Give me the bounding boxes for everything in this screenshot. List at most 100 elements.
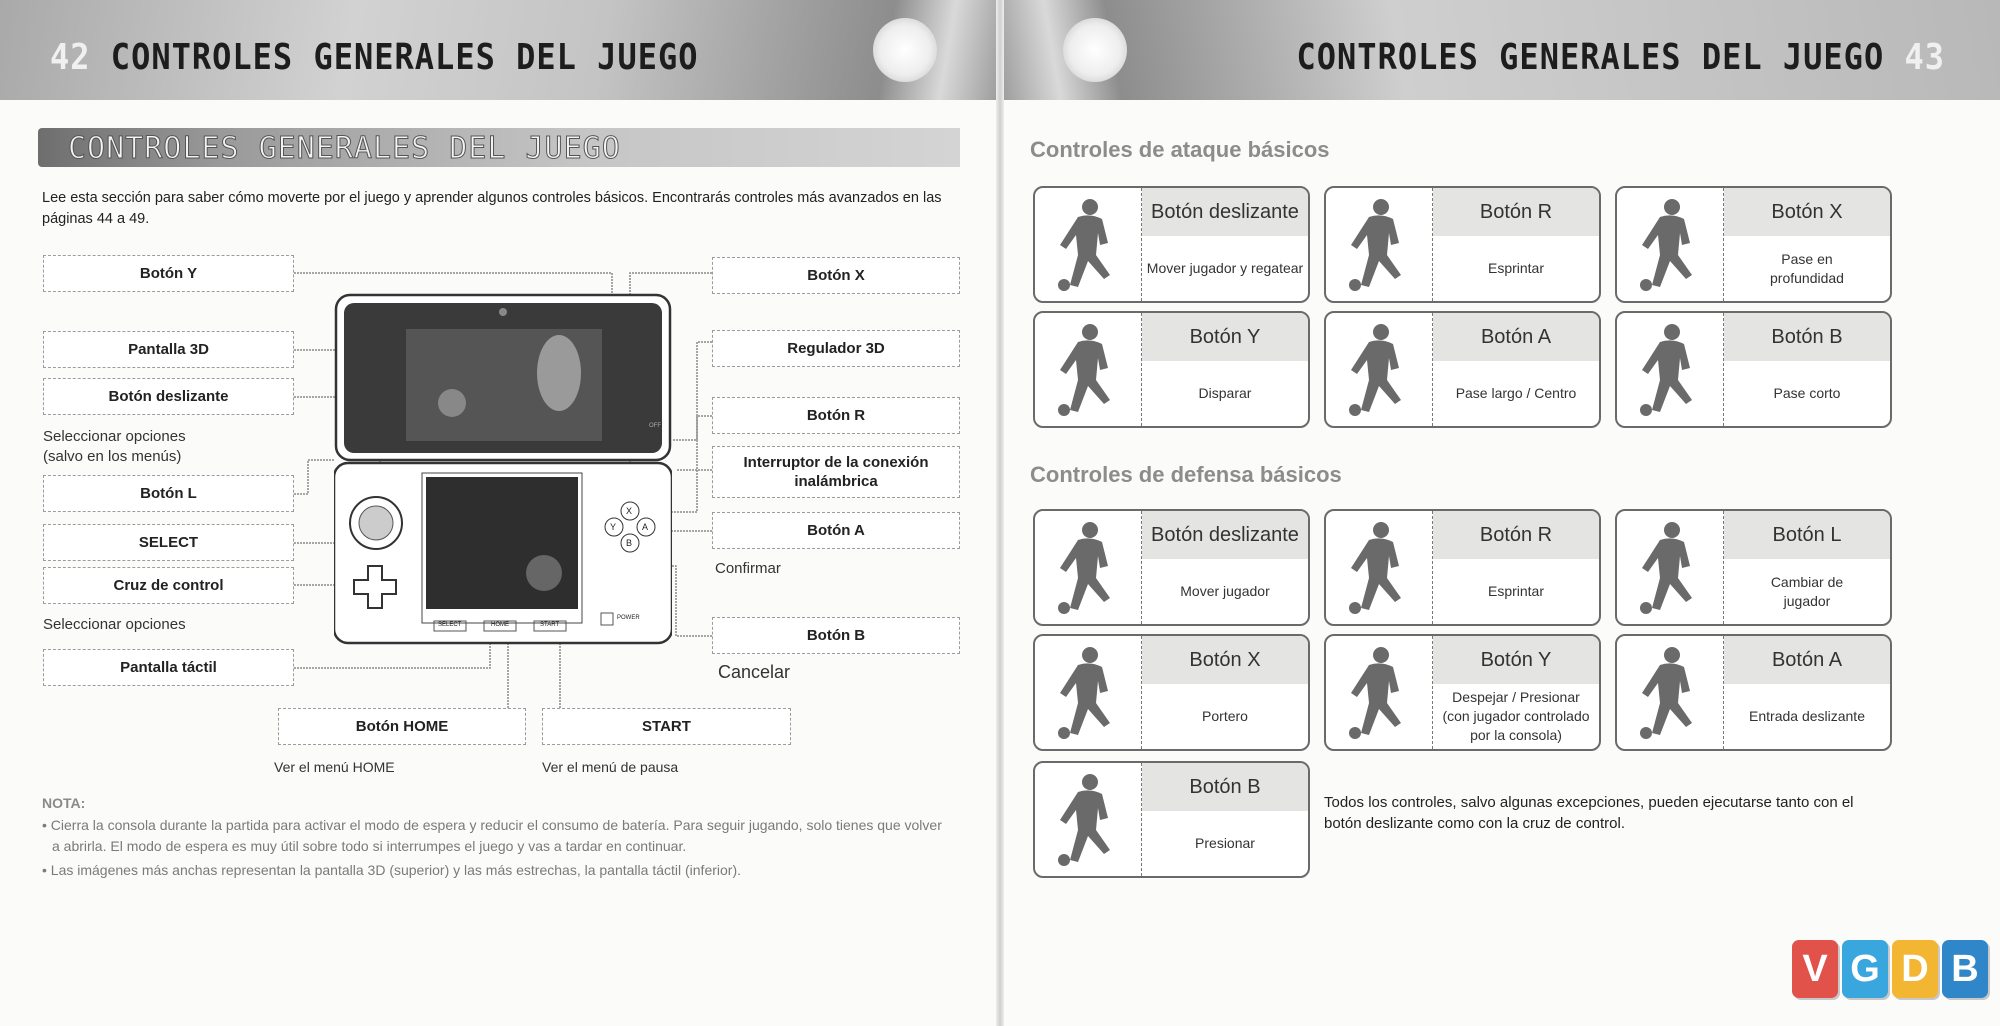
card-action: Presionar [1195,835,1255,851]
label-boton-l: Botón L [43,475,294,512]
section-banner-title: CONTROLES GENERALES DEL JUEGO [68,131,621,167]
label-select: SELECT [43,524,294,561]
player-silhouette-icon [1326,511,1433,624]
card-button-name: Botón R [1433,188,1599,236]
note-boton-b: Cancelar [718,662,791,682]
right-header-title: CONTROLES GENERALES DEL JUEGO 43 [1297,36,1946,78]
control-card: Botón B Presionar [1033,761,1310,878]
watermark-letter: D [1892,940,1938,998]
control-card: Botón R Esprintar [1324,186,1601,303]
nota-bullet-continued: a abrirla. El modo de espera es muy útil… [52,838,687,854]
label-boton-y: Botón Y [43,255,294,292]
control-card: Botón L Cambiar de jugador [1615,509,1892,626]
intro-text: Lee esta sección para saber cómo moverte… [42,190,942,227]
card-action: Mover jugador y regatear [1146,260,1304,276]
player-silhouette-icon [1035,188,1142,301]
right-page-header: CONTROLES GENERALES DEL JUEGO 43 [1000,0,2000,100]
card-action: Pase largo / Centro [1455,385,1577,401]
console-home-button: HOME [491,622,509,628]
card-button-name: Botón R [1433,511,1599,559]
watermark-letter: G [1842,940,1888,998]
control-card: Botón Y Disparar [1033,311,1310,428]
note-boton-a: Confirmar [715,560,781,577]
defense-note: Todos los controles, salvo algunas excep… [1324,794,1854,832]
player-silhouette-icon [1617,188,1724,301]
console-b-button: B [626,538,633,548]
card-action: Entrada deslizante [1749,708,1865,724]
console-y-button: Y [610,522,617,532]
control-card: Botón A Pase largo / Centro [1324,311,1601,428]
card-action: Pase en profundidad [1770,250,1844,286]
console-a-button: A [642,522,649,532]
card-button-name: Botón X [1724,188,1890,236]
card-button-name: Botón Y [1433,636,1599,684]
label-interruptor-inalambrico: Interruptor de la conexión inalámbrica [712,446,960,498]
page-gutter [996,0,1004,1026]
nota-title: NOTA: [42,795,86,811]
note-start: Ver el menú de pausa [542,759,679,775]
console-start-button: START [540,622,560,628]
label-start: START [542,708,791,745]
player-silhouette-icon [1617,313,1724,426]
player-silhouette-icon [1035,636,1142,749]
nota-bullet: • Cierra la consola durante la partida p… [42,817,942,833]
page-number: 42 [50,36,91,78]
card-button-name: Botón A [1433,313,1599,361]
left-page-header: 42 CONTROLES GENERALES DEL JUEGO [0,0,1000,100]
player-silhouette-icon [1617,636,1724,749]
nota-bullet: • Las imágenes más anchas representan la… [42,862,742,878]
player-silhouette-icon [1326,313,1433,426]
label-boton-home: Botón HOME [278,708,526,745]
console-x-button: X [626,506,633,516]
header-title-text: CONTROLES GENERALES DEL JUEGO [1296,36,1885,78]
label-boton-a: Botón A [712,512,960,549]
label-pantalla-tactil: Pantalla táctil [43,649,294,686]
player-silhouette-icon [1617,511,1724,624]
player-silhouette-icon [1326,636,1433,749]
section-banner: CONTROLES GENERALES DEL JUEGO [38,128,960,167]
player-silhouette-icon [1035,763,1142,876]
label-boton-deslizante: Botón deslizante [43,378,294,415]
card-action: Disparar [1198,385,1252,401]
label-cruz-de-control: Cruz de control [43,567,294,604]
card-action: Portero [1202,708,1248,724]
nintendo-3ds-console: X Y A B SELECT HOME START POWER OFF [332,293,674,645]
control-card: Botón X Portero [1033,634,1310,751]
card-button-name: Botón B [1724,313,1890,361]
pes-logo [873,18,937,82]
note-boton-home: Ver el menú HOME [274,759,395,775]
left-header-title: 42 CONTROLES GENERALES DEL JUEGO [50,36,699,78]
card-button-name: Botón B [1142,763,1308,811]
defense-section-title: Controles de defensa básicos [1030,462,1342,487]
watermark-letter: V [1792,940,1838,998]
watermark-letter: B [1942,940,1988,998]
card-action: Esprintar [1487,260,1545,276]
label-pantalla-3d: Pantalla 3D [43,331,294,368]
label-boton-r: Botón R [712,397,960,434]
label-boton-b: Botón B [712,617,960,654]
card-button-name: Botón L [1724,511,1890,559]
control-card: Botón X Pase en profundidad [1615,186,1892,303]
attack-section-title: Controles de ataque básicos [1030,137,1330,162]
player-silhouette-icon [1035,511,1142,624]
pes-logo [1063,18,1127,82]
control-card: Botón A Entrada deslizante [1615,634,1892,751]
card-button-name: Botón deslizante [1142,511,1308,559]
card-action: Mover jugador [1180,583,1270,599]
card-button-name: Botón deslizante [1142,188,1308,236]
label-boton-x: Botón X [712,257,960,294]
card-action: Pase corto [1773,385,1841,401]
card-button-name: Botón A [1724,636,1890,684]
console-power-label: POWER [617,615,640,621]
note-cruz-de-control: Seleccionar opciones [43,616,186,633]
card-button-name: Botón X [1142,636,1308,684]
card-action: Cambiar de jugador [1770,573,1844,609]
control-card: Botón B Pase corto [1615,311,1892,428]
card-button-name: Botón Y [1142,313,1308,361]
console-off-label: OFF [649,423,661,429]
player-silhouette-icon [1326,188,1433,301]
page-number: 43 [1904,36,1945,78]
